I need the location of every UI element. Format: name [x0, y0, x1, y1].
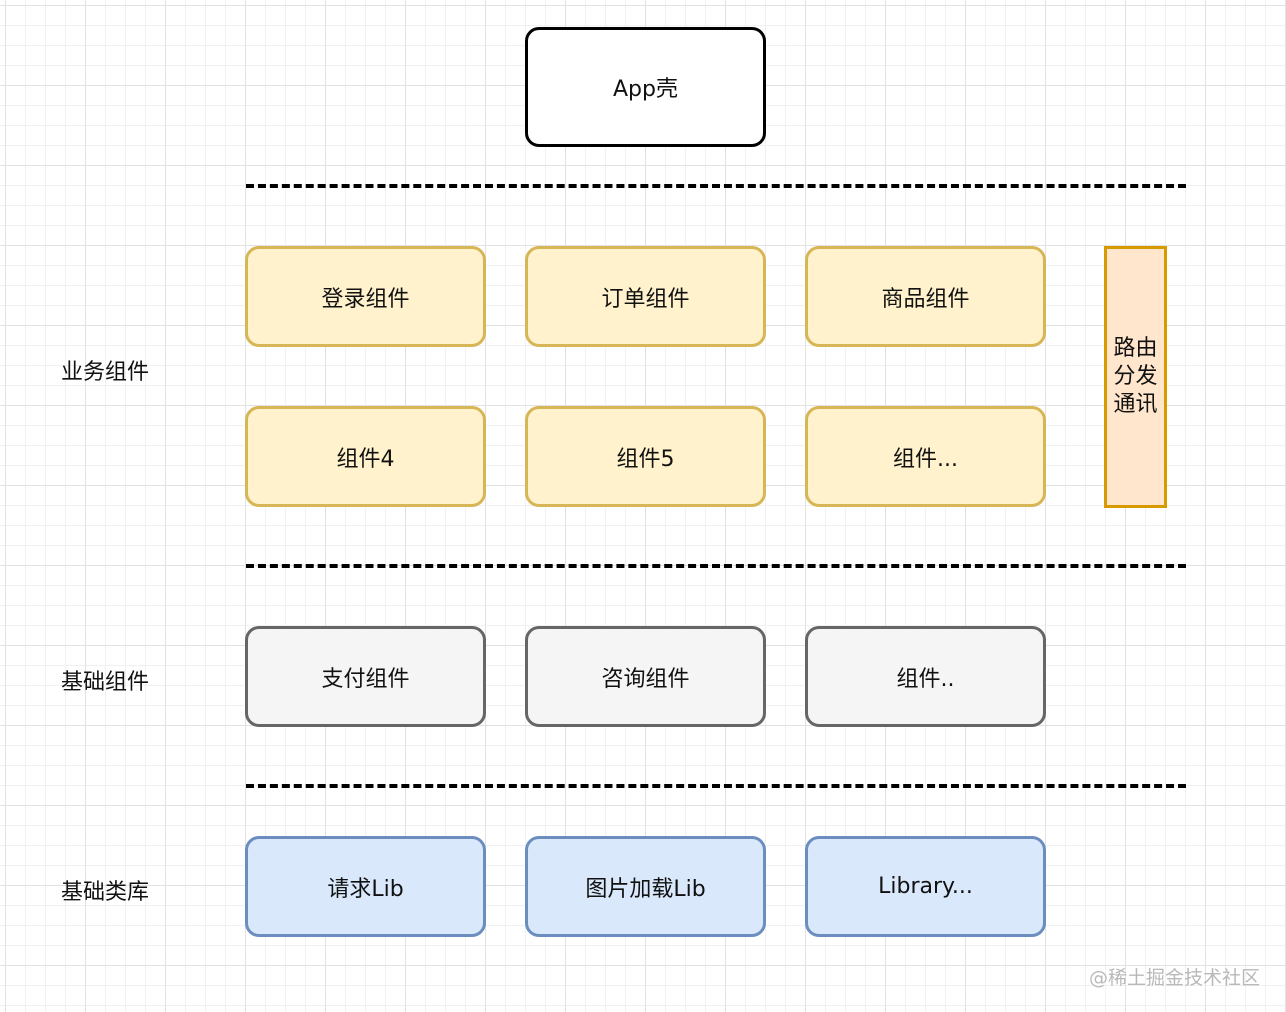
library-image-loader: 图片加载Lib: [525, 836, 766, 937]
layer-divider-bottom: [246, 784, 1186, 788]
row-label-business: 业务组件: [60, 360, 149, 385]
router-communication-box: 路由分发通讯: [1104, 246, 1167, 508]
base-component-pay: 支付组件: [245, 626, 486, 727]
layer-divider-middle: [246, 564, 1186, 568]
business-component-4: 组件4: [245, 406, 486, 507]
library-request: 请求Lib: [245, 836, 486, 937]
app-shell-box: App壳: [525, 27, 766, 147]
base-component-more: 组件..: [805, 626, 1046, 727]
watermark: @稀土掘金技术社区: [1088, 967, 1260, 989]
business-component-login: 登录组件: [245, 246, 486, 347]
library-more: Library...: [805, 836, 1046, 937]
business-component-more: 组件...: [805, 406, 1046, 507]
base-component-consult: 咨询组件: [525, 626, 766, 727]
business-component-5: 组件5: [525, 406, 766, 507]
layer-divider-top: [246, 184, 1186, 188]
row-label-libs: 基础类库: [60, 880, 149, 905]
business-component-order: 订单组件: [525, 246, 766, 347]
business-component-product: 商品组件: [805, 246, 1046, 347]
row-label-base: 基础组件: [60, 670, 149, 695]
